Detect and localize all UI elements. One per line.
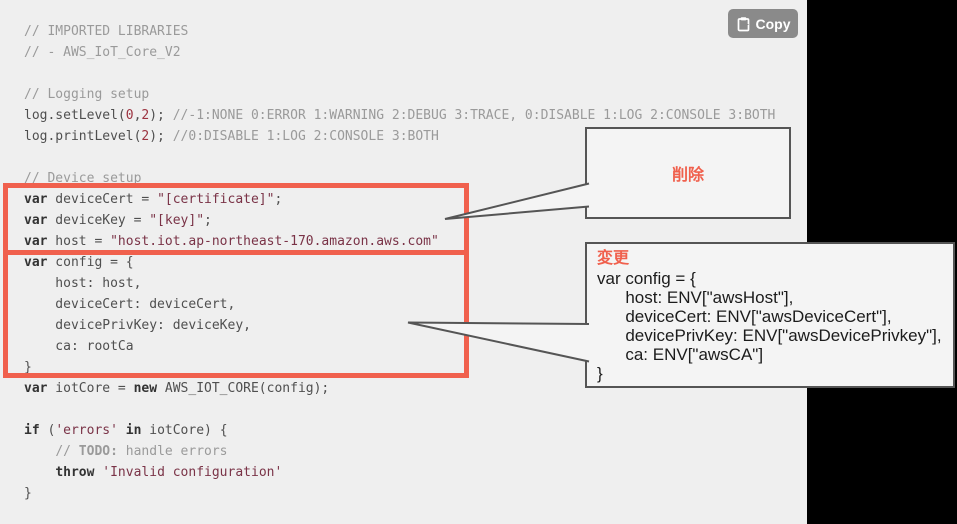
- code-line: var deviceKey = "[key]";: [24, 210, 775, 231]
- code-token: host: host,: [24, 276, 142, 291]
- code-token: 'errors': [55, 423, 118, 438]
- code-token: ca: rootCa: [24, 339, 134, 354]
- code-token: [24, 444, 55, 459]
- code-token: }: [24, 486, 32, 501]
- code-line: // Logging setup: [24, 84, 775, 105]
- change-code-block: var config = { host: ENV["awsHost"], dev…: [597, 269, 953, 383]
- highlight-box-config: [3, 250, 469, 378]
- code-token: TODO:: [78, 444, 118, 459]
- code-token: // Device setup: [24, 171, 142, 186]
- code-token: 0: [125, 108, 134, 123]
- change-code-line: var config = {: [597, 269, 696, 288]
- clipboard-icon: [737, 16, 749, 31]
- change-code-line: deviceCert: ENV["awsDeviceCert"],: [597, 307, 892, 326]
- code-token: handle errors: [117, 444, 228, 459]
- code-line: // - AWS_IoT_Core_V2: [24, 42, 775, 63]
- highlight-box-device-vars: [3, 183, 469, 255]
- change-code-line: ca: ENV["awsCA"]: [597, 345, 764, 364]
- code-line: log.printLevel(2); //0:DISABLE 1:LOG 2:C…: [24, 126, 775, 147]
- code-token: );: [149, 108, 173, 123]
- code-token: [24, 465, 55, 480]
- code-line: throw 'Invalid configuration': [24, 462, 775, 483]
- change-label: 変更: [597, 250, 630, 267]
- code-line: [24, 399, 775, 420]
- code-token: var: [24, 255, 48, 270]
- change-code-line: }: [597, 364, 603, 383]
- copy-button-label: Copy: [755, 15, 791, 32]
- code-token: ;: [274, 192, 283, 207]
- code-token: iotCore =: [47, 381, 134, 396]
- code-line: var config = {: [24, 252, 775, 273]
- code-token: // Logging setup: [24, 87, 150, 102]
- code-token: deviceCert: deviceCert,: [24, 297, 236, 312]
- code-token: 2: [141, 108, 150, 123]
- code-token: // - AWS_IoT_Core_V2: [24, 45, 181, 60]
- code-token: AWS_IOT_CORE(config);: [157, 381, 330, 396]
- callout-change: 変更 var config = { host: ENV["awsHost"], …: [585, 242, 955, 388]
- code-line: if ('errors' in iotCore) {: [24, 420, 775, 441]
- code-line: host: host,: [24, 273, 775, 294]
- code-token: // IMPORTED LIBRARIES: [24, 24, 189, 39]
- copy-button[interactable]: Copy: [728, 9, 798, 38]
- code-block: // IMPORTED LIBRARIES // - AWS_IoT_Core_V…: [24, 21, 775, 504]
- code-token: (: [39, 423, 56, 438]
- code-line: var host = "host.iot.ap-northeast-170.am…: [24, 231, 775, 252]
- code-token: //-1:NONE 0:ERROR 1:WARNING 2:DEBUG 3:TR…: [172, 108, 776, 123]
- code-token: ;: [204, 213, 212, 228]
- code-token: //0:DISABLE 1:LOG 2:CONSOLE 3:BOTH: [172, 129, 439, 144]
- code-token: [118, 423, 126, 438]
- code-token: "[certificate]": [157, 192, 275, 207]
- code-line: [24, 63, 775, 84]
- code-token: throw: [55, 465, 95, 480]
- code-token: 2: [141, 129, 150, 144]
- code-token: var: [24, 234, 48, 249]
- code-token: );: [149, 129, 173, 144]
- callout-delete: 削除: [585, 127, 791, 219]
- code-token: new: [133, 381, 158, 396]
- code-line: devicePrivKey: deviceKey,: [24, 315, 775, 336]
- code-token: ,: [133, 108, 142, 123]
- code-token: in: [125, 423, 142, 438]
- code-token: config = {: [47, 255, 134, 270]
- code-line: }: [24, 357, 775, 378]
- code-token: host =: [47, 234, 111, 249]
- code-token: }: [24, 360, 32, 375]
- code-token: devicePrivKey: deviceKey,: [24, 318, 251, 333]
- code-token: "[key]": [149, 213, 205, 228]
- code-token: deviceKey =: [47, 213, 150, 228]
- code-token: var: [24, 213, 48, 228]
- delete-label: 削除: [671, 167, 704, 184]
- code-line: }: [24, 483, 775, 504]
- code-line: log.setLevel(0,2); //-1:NONE 0:ERROR 1:W…: [24, 105, 775, 126]
- change-code-line: host: ENV["awsHost"],: [597, 288, 794, 307]
- code-token: 'Invalid configuration': [102, 465, 283, 480]
- code-line: var iotCore = new AWS_IOT_CORE(config);: [24, 378, 775, 399]
- code-line: deviceCert: deviceCert,: [24, 294, 775, 315]
- code-token: "host.iot.ap-northeast-170.amazon.aws.co…: [110, 234, 439, 249]
- code-line: // Device setup: [24, 168, 775, 189]
- code-line: ca: rootCa: [24, 336, 775, 357]
- code-token: //: [55, 444, 79, 459]
- code-token: iotCore) {: [141, 423, 228, 438]
- code-token: var: [24, 192, 48, 207]
- code-token: var: [24, 381, 48, 396]
- code-token: if: [24, 423, 40, 438]
- code-line: // TODO: handle errors: [24, 441, 775, 462]
- change-code-line: devicePrivKey: ENV["awsDevicePrivkey"],: [597, 326, 942, 345]
- code-line: var deviceCert = "[certificate]";: [24, 189, 775, 210]
- code-line: // IMPORTED LIBRARIES: [24, 21, 775, 42]
- code-token: deviceCert =: [47, 192, 158, 207]
- code-token: log.setLevel(: [24, 108, 126, 123]
- code-token: log.printLevel(: [24, 129, 142, 144]
